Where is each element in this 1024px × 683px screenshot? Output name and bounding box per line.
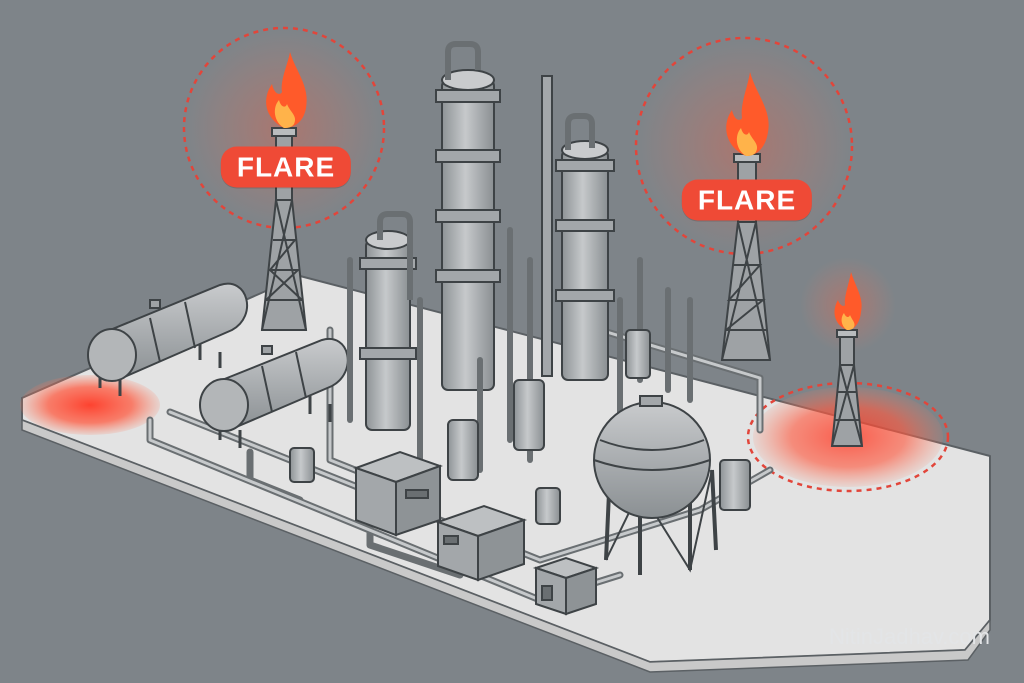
column-left [359,211,417,431]
flare-label-left: FLARE [220,146,352,188]
flare-tower-small [830,329,864,447]
ground-glow-left [20,375,160,435]
horizontal-tank-1 [87,282,248,396]
building-shed [532,556,600,616]
small-vessels [289,329,751,525]
watermark: NitinJadhav.com [829,624,990,649]
spherical-tank [593,395,718,575]
building-warehouse [434,504,528,582]
flame-left [266,52,307,128]
building-control-room [353,450,443,537]
distillation-column-main [435,41,501,391]
flame-small [834,272,862,330]
flare-label-right: FLARE [681,179,813,221]
chimney-stack [541,75,553,377]
distillation-column-right [555,113,615,381]
flame-right [726,72,769,156]
horizontal-tank-2 [199,337,349,448]
